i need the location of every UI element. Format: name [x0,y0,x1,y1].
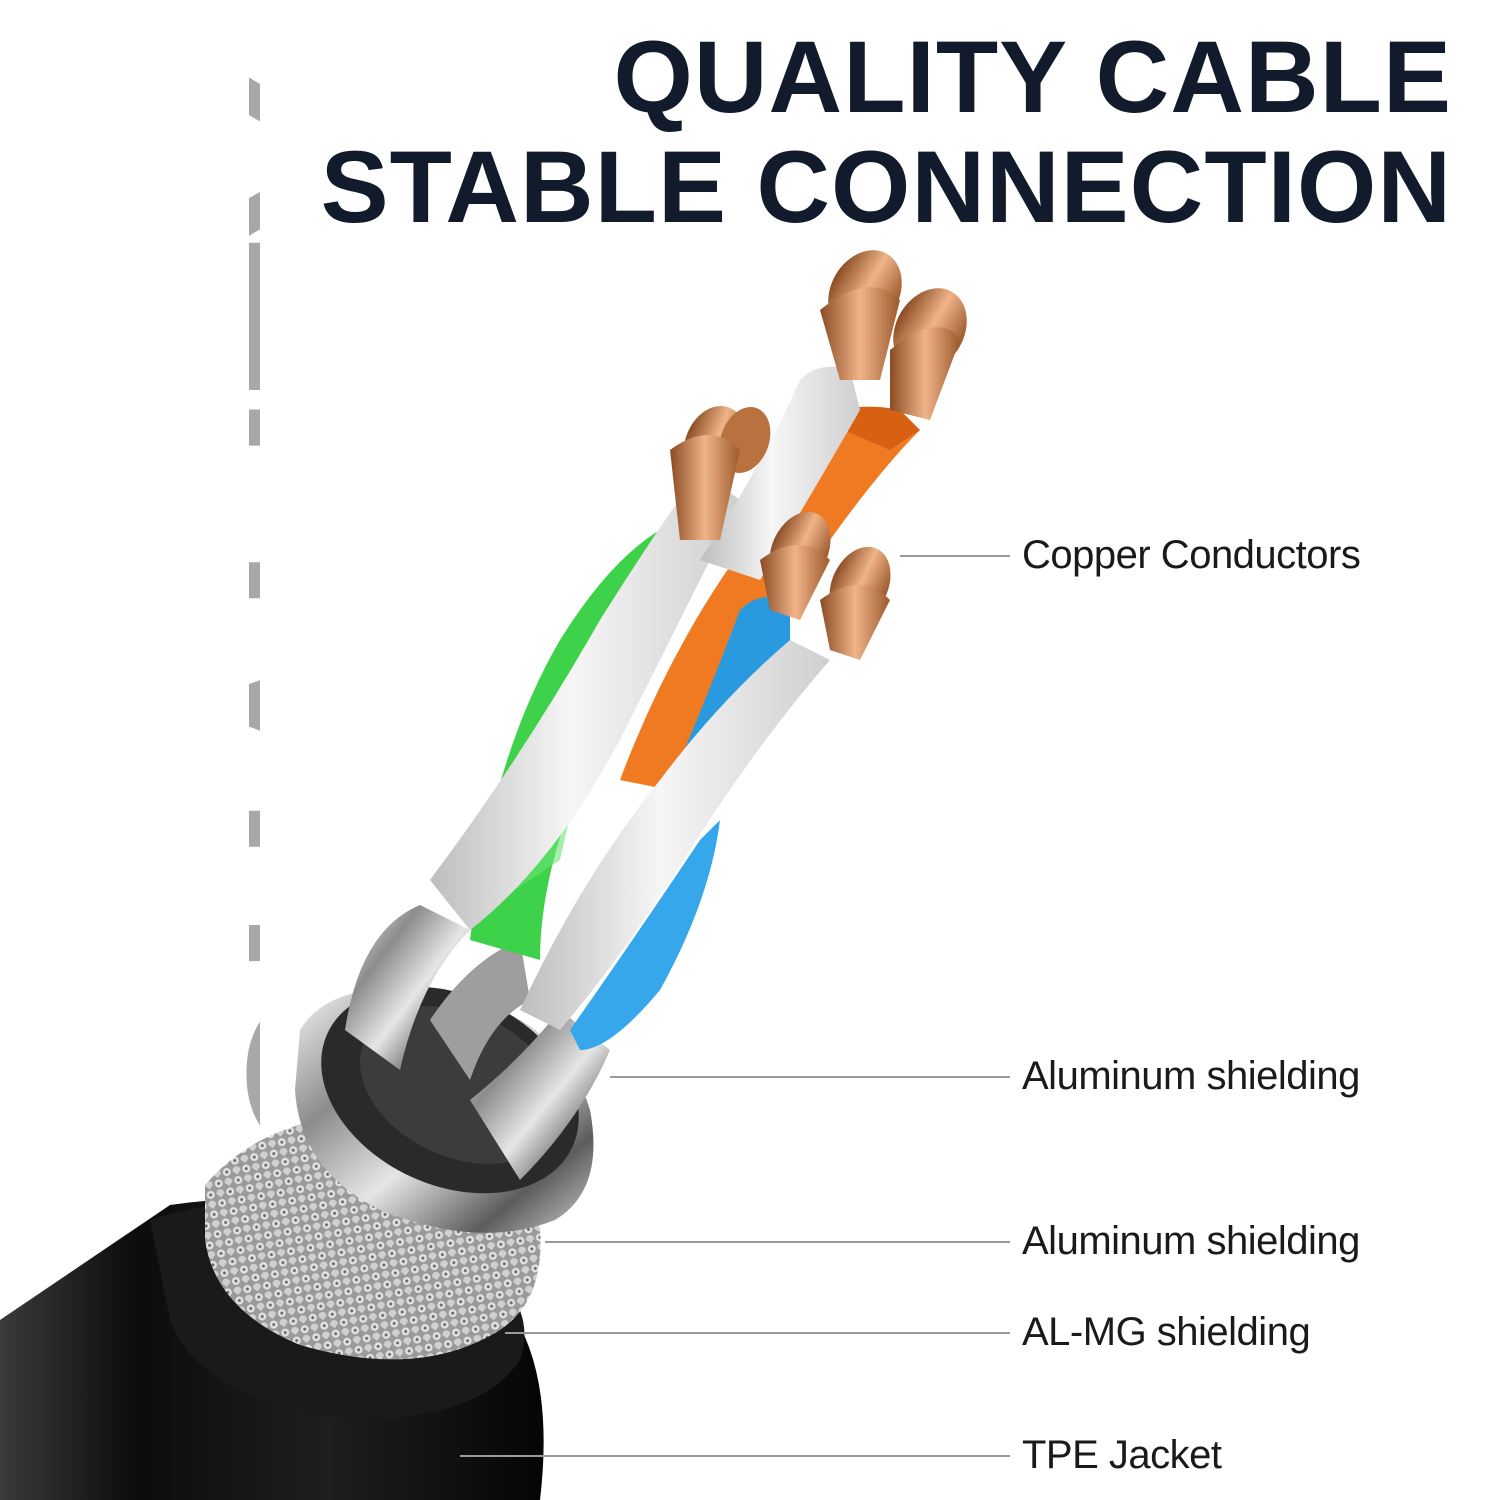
white-wire-left [430,470,740,930]
label-almg-shielding: AL-MG shielding [1022,1310,1311,1354]
white-wire-right [520,640,830,1030]
white-wire-top [700,366,860,580]
pair-foils [345,905,610,1180]
label-tpe-jacket: TPE Jacket [1022,1433,1222,1477]
headline-line-2: STABLE CONNECTION [320,130,1452,244]
label-aluminum-shielding-1: Aluminum shielding [1022,1054,1360,1098]
label-copper-conductors: Copper Conductors [1022,533,1361,577]
copper-conductors [670,250,967,660]
callout-lines [460,555,1010,1457]
label-aluminum-shielding-2: Aluminum shielding [1022,1219,1360,1263]
headline: QUALITY CABLE STABLE CONNECTION [152,22,1452,242]
headline-line-1: QUALITY CABLE [613,20,1452,134]
